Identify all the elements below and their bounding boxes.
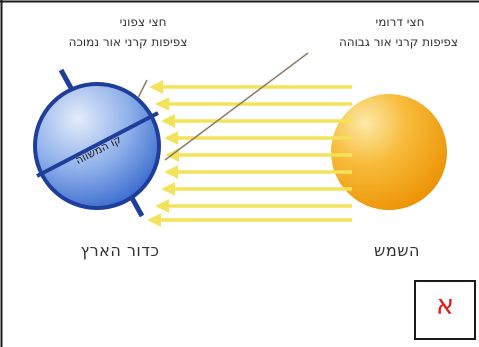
north-pointer	[137, 79, 148, 99]
letter-label: א	[435, 290, 455, 321]
south-pointer	[164, 52, 309, 161]
north-half-heading: חצי צפוני	[119, 15, 167, 29]
sun	[331, 94, 447, 210]
south-half-density-label: צפיפות קרני אור גבוהה	[338, 35, 459, 49]
equator-line	[36, 111, 159, 178]
south-half-heading: חצי דרומי	[375, 15, 425, 29]
sun-label: השמש	[374, 241, 420, 260]
sun-rays	[147, 80, 352, 227]
earth-label: כדור הארץ	[80, 241, 160, 260]
letter-box: א	[414, 280, 476, 340]
north-half-density-label: צפיפות קרני אור נמוכה	[68, 35, 188, 49]
